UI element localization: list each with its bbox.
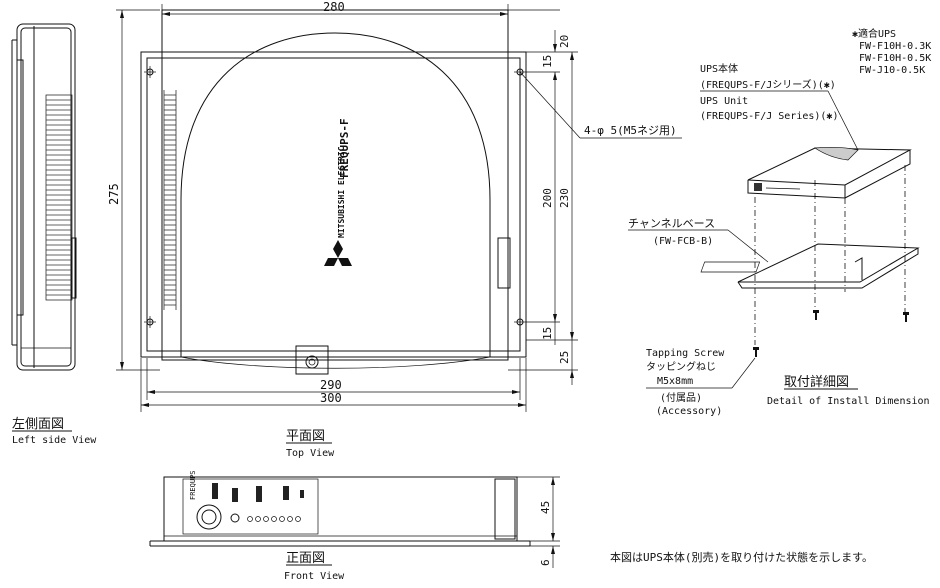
dim-300: 300 xyxy=(320,391,342,405)
dim-290: 290 xyxy=(320,378,342,392)
top-view-comb xyxy=(163,90,177,310)
dim-200: 200 xyxy=(541,188,554,208)
top-view-title-en: Top View xyxy=(286,448,335,459)
compatible-ups-model: FW-F10H-0.5K xyxy=(859,53,931,64)
screw-icon xyxy=(753,310,909,357)
channel-base-en: (FW-FCB-B) xyxy=(653,236,713,247)
dim-15-bottom: 15 xyxy=(541,327,554,340)
ups-unit-drawing xyxy=(747,146,912,199)
ups-unit-jp: UPS本体 xyxy=(700,62,738,75)
footnote: 本図はUPS本体(別売)を取り付けた状態を示します。 xyxy=(610,550,873,564)
side-connector xyxy=(497,237,511,289)
compatible-ups-model: FW-J10-0.5K xyxy=(859,65,925,76)
screw-accessory-en: (Accessory) xyxy=(656,406,722,417)
ups-unit-jp-series: (FREQUPS-F/Jシリーズ)(✱) xyxy=(700,78,836,91)
power-switch-icon xyxy=(196,504,222,530)
screw-label-jp: タッピングねじ xyxy=(646,360,716,373)
left-side-view: 左側面図 Left side View xyxy=(11,23,97,446)
dim-20: 20 xyxy=(558,35,571,48)
knob-icon xyxy=(305,355,319,369)
dim-275: 275 xyxy=(107,183,121,205)
hole-note: 4-φ 5(M5ネジ用) xyxy=(584,124,677,137)
dim-230: 230 xyxy=(558,188,571,208)
mounting-hole-icon xyxy=(144,66,526,328)
compatible-ups-heading: ✱適合UPS xyxy=(852,27,896,40)
dim-25: 25 xyxy=(558,351,571,364)
compatible-ups-model: FW-F10H-0.3K xyxy=(859,41,931,52)
ups-unit-en-series: (FREQUPS-F/J Series)(✱) xyxy=(700,111,838,122)
install-detail: ✱適合UPS FW-F10H-0.3K FW-F10H-0.5K FW-J10-… xyxy=(628,27,931,417)
screw-accessory-jp: (付属品) xyxy=(660,391,702,404)
dim-6: 6 xyxy=(539,559,552,566)
install-detail-title-en: Detail of Install Dimension xyxy=(767,396,930,407)
ups-unit-en: UPS Unit xyxy=(700,96,748,107)
front-view: FREQUPS 45 6 正面図 Front View xyxy=(149,470,560,582)
dim-280: 280 xyxy=(323,0,345,14)
channel-base-drawing xyxy=(700,243,920,289)
front-view-title-jp: 正面図 xyxy=(286,551,325,566)
product-label: FREQUPS-F xyxy=(338,118,351,178)
install-detail-title-jp: 取付詳細図 xyxy=(784,374,849,390)
left-view-title-en: Left side View xyxy=(12,435,97,446)
dim-45: 45 xyxy=(539,501,552,514)
channel-base-jp: チャンネルベース xyxy=(628,217,715,230)
screw-label-en: Tapping Screw xyxy=(646,348,725,359)
mitsubishi-logo-icon xyxy=(324,240,352,266)
dim-15-top: 15 xyxy=(541,55,554,68)
brand-label: MITSUBISHI ELECTRIC xyxy=(337,146,346,238)
left-grille xyxy=(45,94,73,301)
top-view: MITSUBISHI ELECTRIC FREQUPS-F 280 275 29… xyxy=(107,0,682,459)
left-view-title-jp: 左側面図 xyxy=(12,417,64,432)
front-view-title-en: Front View xyxy=(284,571,345,582)
front-label: FREQUPS xyxy=(189,470,197,500)
screw-size: M5x8mm xyxy=(657,376,693,387)
top-view-title-jp: 平面図 xyxy=(286,429,325,444)
